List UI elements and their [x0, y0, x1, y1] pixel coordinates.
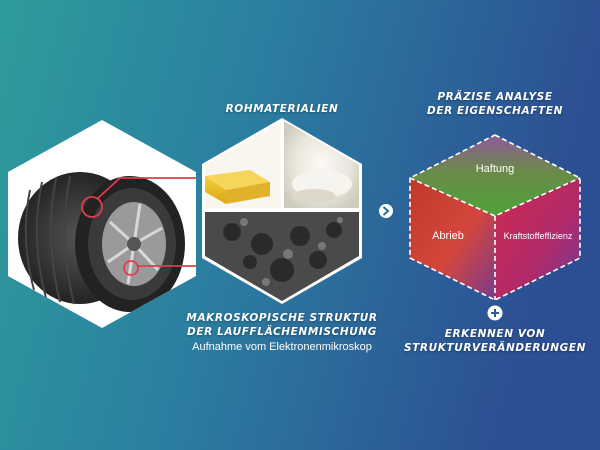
- label-makro-line2: DER LAUFFLÄCHENMISCHUNG: [187, 326, 377, 338]
- plus-icon: [487, 305, 503, 321]
- tire-image: [18, 172, 185, 312]
- cube-top-face: [410, 135, 580, 216]
- label-erkennen-line1: ERKENNEN VON: [444, 328, 546, 340]
- cube-right-face: [495, 178, 580, 300]
- microscope-image: [205, 212, 359, 301]
- label-erkennen-line2: STRUKTURVERÄNDERUNGEN: [403, 342, 586, 354]
- label-rohmaterialien: ROHMATERIALIEN: [225, 103, 339, 115]
- label-analyse-line2: DER EIGENSCHAFTEN: [427, 105, 563, 117]
- analysis-cube: [409, 134, 581, 301]
- cube-label-haftung: Haftung: [475, 163, 515, 175]
- materials-hexagon: [202, 118, 362, 304]
- rubber-sponge-image: [205, 121, 282, 210]
- cube-label-kraftstoffeffizienz: Kraftstoffeffizienz: [503, 231, 573, 241]
- cube-left-face: [410, 178, 495, 300]
- powder-image: [284, 121, 359, 208]
- tire-hexagon: [8, 120, 196, 328]
- label-makro-caption: Aufnahme vom Elektronenmikroskop: [192, 341, 372, 353]
- chevron-right-icon: [379, 204, 393, 218]
- label-analyse-line1: PRÄZISE ANALYSE: [437, 91, 553, 103]
- label-makro-line1: MAKROSKOPISCHE STRUKTUR: [186, 312, 378, 324]
- connector-lines: [81, 177, 196, 276]
- cube-label-abrieb: Abrieb: [432, 230, 464, 242]
